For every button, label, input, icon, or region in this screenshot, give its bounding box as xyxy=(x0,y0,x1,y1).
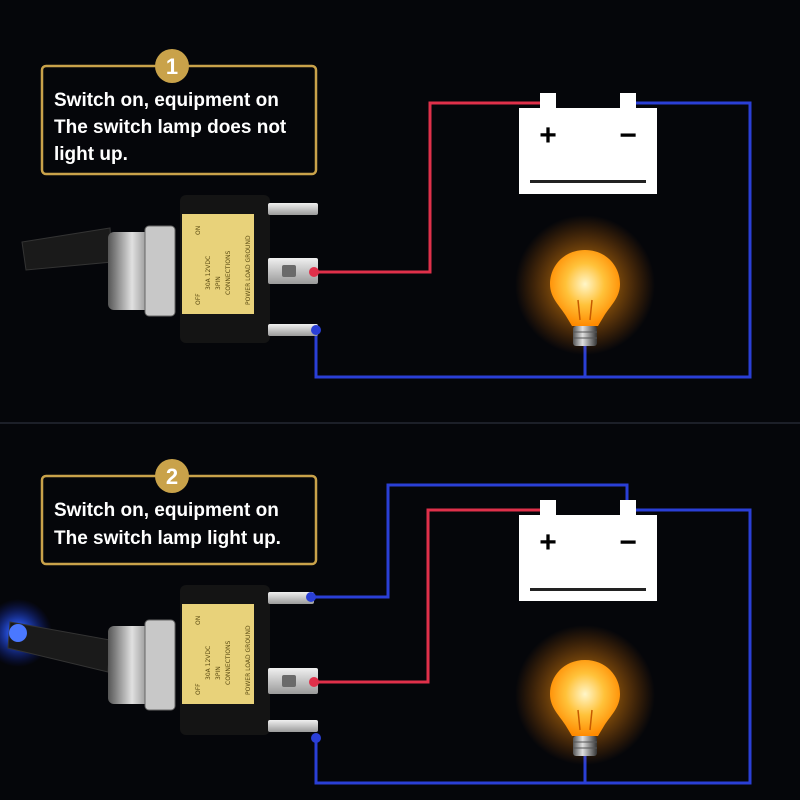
switch-label-plate xyxy=(182,214,254,314)
switch-lever xyxy=(21,227,113,271)
switch-pins-text: 3PIN xyxy=(215,666,222,680)
toggle-switch-icon: OFF ON 30A 12VDC 3PIN CONNECTIONS POWER … xyxy=(21,195,321,343)
switch-on-text: ON xyxy=(195,226,202,235)
terminal-top xyxy=(268,592,314,604)
switch-off-text: OFF xyxy=(195,293,202,305)
negative-wire xyxy=(314,101,752,379)
badge-number: 1 xyxy=(166,54,178,79)
battery-minus-sign: − xyxy=(619,526,637,559)
negative-terminal-dot xyxy=(311,733,321,743)
number-2-badge-icon xyxy=(155,459,189,493)
switch-on-text: ON xyxy=(195,616,202,625)
light-bulb-icon xyxy=(515,215,655,355)
positive-terminal-dot xyxy=(309,677,319,687)
terminal-bottom xyxy=(268,720,318,732)
number-1-badge-icon xyxy=(155,49,189,83)
negative-wire xyxy=(314,508,752,785)
switch-pins-text: 3PIN xyxy=(215,276,222,290)
switch-label-plate xyxy=(182,604,254,704)
switch-power-text: POWER LOAD GROUND xyxy=(245,235,252,305)
panel-1: 1 Switch on, equipment on The switch lam… xyxy=(21,49,752,379)
switch-conn-text: CONNECTIONS xyxy=(225,640,232,685)
caption-line: light up. xyxy=(54,144,128,165)
switch-off-text: OFF xyxy=(195,683,202,695)
switch-rating-text: 30A 12VDC xyxy=(205,646,212,680)
caption-line: Switch on, equipment on xyxy=(54,500,279,521)
caption-line: Switch on, equipment on xyxy=(54,90,279,111)
switch-conn-text: CONNECTIONS xyxy=(225,250,232,295)
battery-plus-sign: + xyxy=(539,119,557,152)
switch-rating-text: 30A 12VDC xyxy=(205,256,212,290)
light-bulb-icon xyxy=(515,625,655,765)
positive-terminal-dot xyxy=(309,267,319,277)
panel-2: 2 Switch on, equipment on The switch lam… xyxy=(0,459,752,785)
battery-icon: + − xyxy=(519,93,657,194)
positive-wire xyxy=(316,508,547,684)
badge-number: 2 xyxy=(166,464,178,489)
indicator-led xyxy=(9,624,27,642)
toggle-switch-icon: OFF ON 30A 12VDC 3PIN CONNECTIONS POWER … xyxy=(0,585,321,743)
switch-power-text: POWER LOAD GROUND xyxy=(245,625,252,695)
terminal-top xyxy=(268,203,318,215)
battery-minus-sign: − xyxy=(619,119,637,152)
battery-plus-sign: + xyxy=(539,526,557,559)
caption-line: The switch lamp does not xyxy=(54,117,287,138)
indicator-terminal-dot xyxy=(306,592,316,602)
caption-line: The switch lamp light up. xyxy=(54,528,281,549)
terminal-bottom xyxy=(268,324,318,336)
indicator-wire xyxy=(312,483,629,599)
battery-icon: + − xyxy=(519,500,657,601)
negative-terminal-dot xyxy=(311,325,321,335)
positive-wire xyxy=(316,101,547,274)
